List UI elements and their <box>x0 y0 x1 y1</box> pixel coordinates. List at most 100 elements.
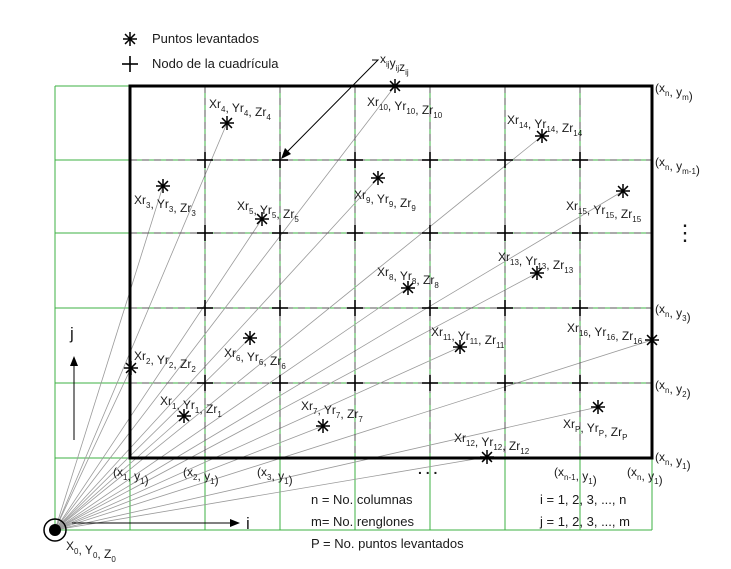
bottom-label-x1: (x1, y1) <box>113 465 149 487</box>
i-axis-label: i <box>246 514 250 533</box>
ray-r12 <box>54 456 488 531</box>
ray-r16 <box>54 339 653 531</box>
survey-point-asterisk-icon <box>591 400 605 414</box>
survey-label-r13: Xr13, Yr13, Zr13 <box>498 250 574 275</box>
grid-node-plus-icon <box>272 375 288 391</box>
survey-point-asterisk-icon <box>401 281 415 295</box>
survey-point-asterisk-icon <box>480 450 494 464</box>
ray-r9 <box>54 177 379 531</box>
grid-node-plus-icon <box>422 152 438 168</box>
grid-node-plus-icon <box>572 300 588 316</box>
survey-label-r7: Xr7, Yr7, Zr7 <box>301 399 363 424</box>
grid-node-plus-icon <box>347 225 363 241</box>
survey-point-asterisk-icon <box>535 129 549 143</box>
survey-label-r9: Xr9, Yr9, Zr9 <box>354 188 416 213</box>
legend-plus-icon <box>122 56 138 72</box>
survey-point-asterisk-icon <box>645 333 659 347</box>
grid-node-plus-icon <box>197 375 213 391</box>
ray-r1 <box>54 415 185 531</box>
grid-node-plus-icon <box>197 152 213 168</box>
grid-node-plus-icon <box>572 152 588 168</box>
survey-point-asterisk-icon <box>530 266 544 280</box>
node-callout-arrow-head <box>281 148 291 159</box>
ray-r3 <box>54 185 164 531</box>
right-label-ym: (xn, ym) <box>655 81 693 103</box>
j-arrow-head <box>70 356 78 366</box>
legend-node-label: Nodo de la cuadrícula <box>152 56 279 71</box>
grid-node-plus-icon <box>422 375 438 391</box>
grid-node-plus-icon <box>497 152 513 168</box>
survey-label-r10: Xr10, Yr10, Zr10 <box>367 95 443 120</box>
bottom-label-x2: (x2, y1) <box>183 465 219 487</box>
survey-point-asterisk-icon <box>371 171 385 185</box>
grid-node-plus-icon <box>272 300 288 316</box>
survey-label-r14: Xr14, Yr14, Zr14 <box>507 113 583 138</box>
survey-label-r5: Xr5, Yr5, Zr5 <box>237 199 299 224</box>
survey-points <box>124 79 659 464</box>
info-n: n = No. columnas <box>311 492 413 507</box>
right-label-y2: (xn, y2) <box>655 378 691 400</box>
survey-label-r11: Xr11, Yr11, Zr11 <box>431 325 505 350</box>
survey-label-r15: Xr15, Yr15, Zr15 <box>566 199 642 224</box>
origin-dot <box>49 524 61 536</box>
ray-r2 <box>54 367 132 531</box>
right-label-dots: ⋮ <box>674 220 696 245</box>
survey-label-r2: Xr2, Yr2, Zr2 <box>134 349 196 374</box>
survey-label-rP: XrP, YrP, ZrP <box>563 417 627 442</box>
survey-point-asterisk-icon <box>616 184 630 198</box>
grid-node-plus-icon <box>347 152 363 168</box>
ray-r11 <box>54 346 461 531</box>
survey-label-r6: Xr6, Yr6, Zr6 <box>224 346 286 371</box>
origin-ring <box>43 518 67 542</box>
origin-label: X0, Y0, Z0 <box>66 539 116 564</box>
info-p: P = No. puntos levantados <box>311 536 464 551</box>
grid-node-plus-icon <box>272 225 288 241</box>
inner-dashed-grid <box>130 86 652 458</box>
grid-node-plus-icon <box>572 225 588 241</box>
survey-point-asterisk-icon <box>243 331 257 345</box>
survey-point-asterisk-icon <box>177 409 191 423</box>
bottom-label-dots: . . . <box>418 461 437 477</box>
survey-point-asterisk-icon <box>156 179 170 193</box>
ray-r8 <box>54 287 409 531</box>
survey-point-asterisk-icon <box>124 361 138 375</box>
ray-r4 <box>54 122 228 531</box>
survey-point-asterisk-icon <box>453 340 467 354</box>
survey-point-asterisk-icon <box>316 419 330 433</box>
ray-r13 <box>54 272 538 531</box>
bottom-label-x3: (x3, y1) <box>257 465 293 487</box>
info-i: i = 1, 2, 3, ..., n <box>540 492 626 507</box>
grid-nodes <box>197 152 588 391</box>
survey-label-r4: Xr4, Yr4, Zr4 <box>209 97 271 122</box>
grid-node-plus-icon <box>422 300 438 316</box>
ray-r14 <box>54 135 543 531</box>
node-callout-arrow <box>286 59 380 153</box>
survey-label-r1: Xr1, Yr1, Zr1 <box>160 394 222 419</box>
bottom-label-xn: (xn, y1) <box>627 465 663 487</box>
right-label-y1: (xn, y1) <box>655 450 691 472</box>
right-label-y3: (xn, y3) <box>655 302 691 324</box>
legend-asterisk-icon <box>123 32 137 46</box>
ray-rP <box>54 406 599 531</box>
grid-node-plus-icon <box>347 375 363 391</box>
ray-r15 <box>54 190 624 531</box>
grid-node-plus-icon <box>197 225 213 241</box>
survey-label-r16: Xr16, Yr16, Zr16 <box>567 321 643 346</box>
survey-point-asterisk-icon <box>220 116 234 130</box>
grid-node-plus-icon <box>347 300 363 316</box>
grid-node-plus-icon <box>497 225 513 241</box>
j-axis-label: j <box>69 324 74 343</box>
info-m: m= No. renglones <box>311 514 414 529</box>
legend-survey-label: Puntos levantados <box>152 31 259 46</box>
grid-node-plus-icon <box>497 300 513 316</box>
grid-node-plus-icon <box>197 300 213 316</box>
right-label-ym1: (xn, ym-1) <box>655 155 700 177</box>
i-arrow-head <box>230 519 240 527</box>
bottom-label-xn1: (xn-1, y1) <box>554 465 597 487</box>
node-callout-label: xijyijzij <box>380 52 409 77</box>
ray-r6 <box>54 337 251 531</box>
survey-rays <box>54 85 653 531</box>
survey-label-r3: Xr3, Yr3, Zr3 <box>134 193 196 218</box>
